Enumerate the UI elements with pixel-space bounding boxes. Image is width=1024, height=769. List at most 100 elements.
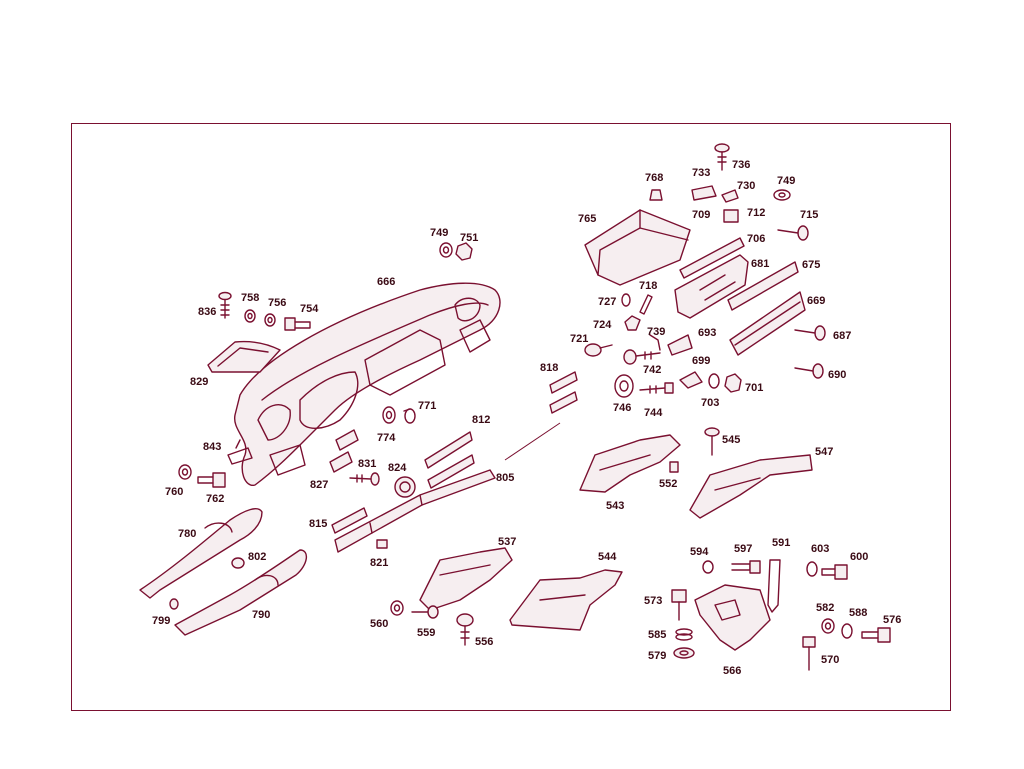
label-594: 594 [690, 546, 709, 558]
part-706 [679, 237, 745, 279]
part-805 [334, 422, 561, 553]
diagram-border [71, 123, 951, 711]
label-751: 751 [460, 232, 478, 244]
part-number-labels: 666 749 751 836 758 756 754 829 843 760 … [152, 159, 901, 677]
part-824-ring [394, 476, 416, 498]
label-818: 818 [540, 362, 558, 374]
label-829: 829 [190, 376, 208, 388]
part-600-bolt [821, 564, 848, 580]
label-760: 760 [165, 486, 183, 498]
part-537 [419, 547, 513, 611]
label-552: 552 [659, 478, 677, 490]
label-799: 799 [152, 615, 170, 627]
label-591: 591 [772, 537, 790, 549]
label-780: 780 [178, 528, 196, 540]
part-742-screw [623, 349, 661, 365]
part-543 [579, 434, 681, 493]
label-742: 742 [643, 364, 661, 376]
part-768 [649, 189, 663, 201]
label-712: 712 [747, 207, 765, 219]
label-560: 560 [370, 618, 388, 630]
label-559: 559 [417, 627, 435, 639]
label-802: 802 [248, 551, 266, 563]
label-545: 545 [722, 434, 740, 446]
part-681 [674, 254, 749, 319]
part-831-screw [349, 472, 380, 486]
part-799 [169, 598, 179, 610]
part-760-washer [178, 464, 192, 480]
label-537: 537 [498, 536, 516, 548]
label-687: 687 [833, 330, 851, 342]
label-827: 827 [310, 479, 328, 491]
part-774-ring [382, 406, 396, 424]
label-582: 582 [816, 602, 834, 614]
part-693 [667, 334, 693, 356]
part-746-ring [614, 374, 634, 398]
part-669 [729, 291, 806, 356]
part-597-bolt [731, 560, 761, 574]
part-715-screw [777, 225, 809, 241]
part-556-plug [456, 613, 474, 646]
label-703: 703 [701, 397, 719, 409]
part-687-screw [794, 325, 826, 341]
part-585-spring [675, 628, 693, 641]
label-815: 815 [309, 518, 327, 530]
label-771: 771 [418, 400, 436, 412]
label-566: 566 [723, 665, 741, 677]
label-821: 821 [370, 557, 388, 569]
label-701: 701 [745, 382, 763, 394]
label-836: 836 [198, 306, 216, 318]
label-744: 744 [644, 407, 663, 419]
label-547: 547 [815, 446, 833, 458]
part-736-screw [714, 143, 730, 171]
label-603: 603 [811, 543, 829, 555]
part-560-washer [390, 600, 404, 616]
part-724 [624, 315, 641, 331]
part-579-washer [673, 647, 695, 659]
part-566 [694, 584, 771, 651]
label-669: 669 [807, 295, 825, 307]
label-570: 570 [821, 654, 839, 666]
part-588-washer [841, 623, 853, 639]
part-836-screw [218, 291, 232, 319]
label-756: 756 [268, 297, 286, 309]
part-843 [227, 439, 253, 465]
part-547 [689, 454, 813, 519]
label-585: 585 [648, 629, 666, 641]
label-724: 724 [593, 319, 612, 331]
part-703-washer [708, 373, 720, 389]
part-712 [723, 209, 739, 223]
part-780 [139, 508, 263, 599]
label-699: 699 [692, 355, 710, 367]
label-790: 790 [252, 609, 270, 621]
label-762: 762 [206, 493, 224, 505]
part-771-clip [403, 408, 416, 424]
label-749: 749 [430, 227, 448, 239]
part-765-glovebox [584, 209, 691, 286]
label-573: 573 [644, 595, 662, 607]
part-559-screw [411, 605, 439, 619]
label-675: 675 [802, 259, 820, 271]
part-544 [509, 569, 623, 631]
label-843: 843 [203, 441, 221, 453]
part-758-washer [244, 309, 256, 323]
part-821 [376, 539, 388, 549]
label-812: 812 [472, 414, 490, 426]
part-749-washer-b [773, 189, 791, 201]
label-733: 733 [692, 167, 710, 179]
label-736: 736 [732, 159, 750, 171]
part-802 [231, 557, 245, 569]
label-544: 544 [598, 551, 617, 563]
part-727 [621, 293, 631, 307]
label-543: 543 [606, 500, 624, 512]
part-545-screw [704, 427, 720, 456]
part-812 [424, 431, 475, 489]
label-768: 768 [645, 172, 663, 184]
part-739 [649, 334, 661, 351]
label-831: 831 [358, 458, 376, 470]
part-730 [721, 189, 739, 203]
label-579: 579 [648, 650, 666, 662]
part-573-bolt [671, 589, 687, 621]
part-762-bolt [197, 472, 226, 488]
